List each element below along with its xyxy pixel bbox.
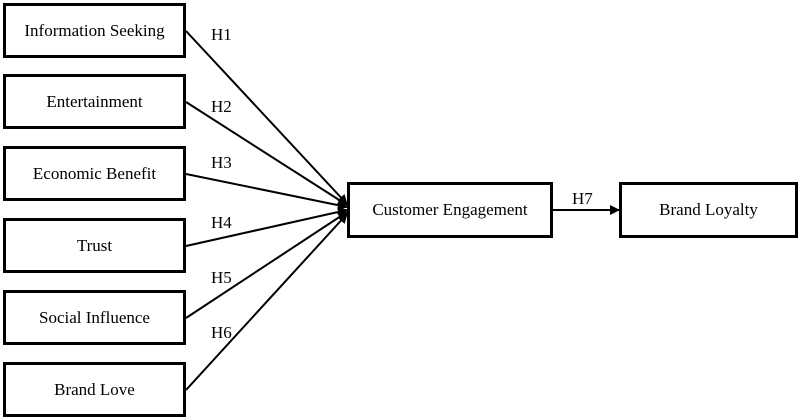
path-h6-arrow <box>185 213 348 391</box>
hypothesis-label-h5: H5 <box>211 268 232 287</box>
box-information-seeking: Information Seeking <box>3 3 186 58</box>
box-label-information-seeking: Information Seeking <box>24 20 165 40</box>
box-label-brand-loyalty: Brand Loyalty <box>659 200 758 219</box>
box-label-social-influence: Social Influence <box>39 307 150 327</box>
hypothesis-label-h6: H6 <box>211 323 232 342</box>
box-label-entertainment: Entertainment <box>46 91 143 111</box>
box-label-brand-love: Brand Love <box>54 379 135 399</box>
hypothesis-label-h4: H4 <box>211 213 232 232</box>
hypothesis-label-h3: H3 <box>211 153 232 172</box>
path-h3-arrow <box>185 173 348 211</box>
box-label-customer-engagement: Customer Engagement <box>372 200 528 219</box>
box-brand-love: Brand Love <box>3 362 186 417</box>
hypothesis-label-h1: H1 <box>211 25 232 44</box>
path-h5-arrow <box>185 211 348 319</box>
box-customer-engagement: Customer Engagement <box>347 182 553 238</box>
path-h4-arrow <box>185 207 348 247</box>
box-social-influence: Social Influence <box>3 290 186 345</box>
path-h1-arrow <box>185 30 348 205</box>
box-entertainment: Entertainment <box>3 74 186 129</box>
hypothesis-label-h7: H7 <box>572 189 593 208</box>
hypothesis-label-h2: H2 <box>211 97 232 116</box>
box-label-economic-benefit: Economic Benefit <box>32 163 157 183</box>
path-h2-arrow <box>185 101 348 206</box>
box-trust: Trust <box>3 218 186 273</box>
box-economic-benefit: Economic Benefit <box>3 146 186 201</box>
box-label-trust: Trust <box>76 235 113 255</box>
box-brand-loyalty: Brand Loyalty <box>619 182 798 238</box>
